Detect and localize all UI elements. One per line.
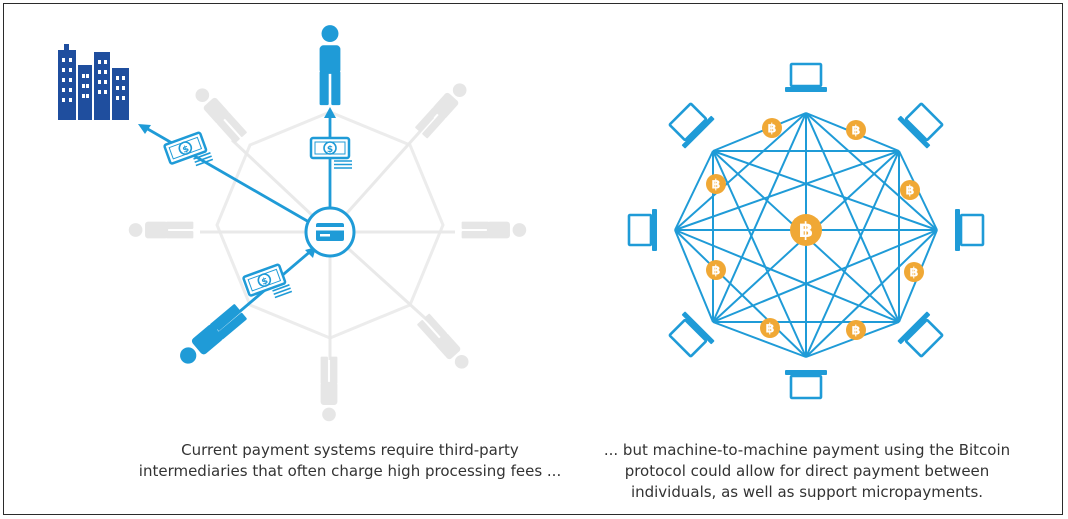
- laptop-icon: [953, 207, 985, 253]
- faded-person-icon: [128, 221, 194, 239]
- centralized-network: [58, 25, 527, 422]
- right-caption: ... but machine-to-machine payment using…: [572, 440, 1042, 503]
- faded-person-icon: [416, 313, 473, 373]
- left-caption-line: intermediaries that often charge high pr…: [138, 462, 562, 480]
- building-icon: [58, 44, 129, 120]
- laptop-icon: [895, 97, 949, 151]
- laptop-icon: [895, 309, 949, 363]
- right-caption-line: ... but machine-to-machine payment using…: [603, 441, 1011, 459]
- laptop-icon: [783, 368, 829, 400]
- bitcoin-icon: [706, 260, 726, 280]
- laptop-icon: [627, 207, 659, 253]
- banknote-icon: [241, 261, 294, 307]
- decentralized-network: [627, 62, 985, 400]
- bitcoin-icon: [846, 120, 866, 140]
- bitcoin-icon: [762, 118, 782, 138]
- bitcoin-icon: [706, 174, 726, 194]
- bitcoin-icon: [900, 180, 920, 200]
- left-caption: Current payment systems require third-pa…: [120, 440, 580, 482]
- faded-person-icon: [320, 356, 338, 422]
- bitcoin-icon: [760, 318, 780, 338]
- right-caption-line: protocol could allow for direct payment …: [624, 462, 990, 480]
- banknote-icon: [162, 129, 215, 175]
- figure-frame: [3, 3, 1063, 515]
- left-caption-line: Current payment systems require third-pa…: [181, 441, 519, 459]
- bitcoin-icon: [846, 320, 866, 340]
- card-processor-icon: [304, 206, 356, 258]
- arrowhead-icon: [138, 124, 151, 134]
- recipient-person-icon: [319, 25, 341, 106]
- faded-person-icon: [461, 221, 527, 239]
- laptop-icon: [663, 97, 717, 151]
- right-caption-line: individuals, as well as support micropay…: [630, 483, 984, 501]
- bitcoin-icon: [904, 262, 924, 282]
- laptop-icon: [663, 309, 717, 363]
- laptop-icon: [783, 62, 829, 94]
- bitcoin-center-icon: [790, 214, 822, 246]
- arrowhead-icon: [324, 107, 336, 118]
- banknote-icon: [309, 136, 354, 170]
